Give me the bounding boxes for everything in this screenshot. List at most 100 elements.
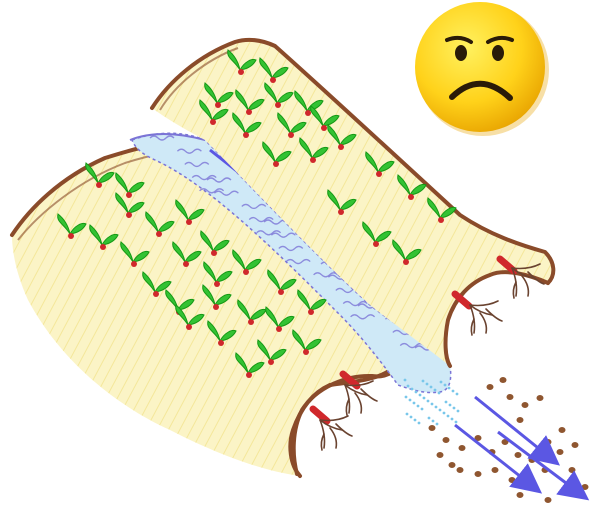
seedling-seed	[308, 309, 314, 315]
face-disc	[415, 2, 545, 132]
soil-particle-icon	[569, 467, 576, 473]
seedling-seed	[131, 261, 137, 267]
splash-dot	[427, 400, 430, 403]
splash-dot	[417, 405, 420, 408]
soil-particle-icon	[500, 377, 507, 383]
splash-dot	[415, 391, 418, 394]
runoff-arrow-3	[498, 432, 582, 495]
soil-particle-icon	[449, 462, 456, 468]
seedling-seed	[438, 217, 444, 223]
seedling-seed	[403, 259, 409, 265]
seedling-seed	[186, 324, 192, 330]
seedling-seed	[246, 109, 252, 115]
sad-face-icon	[415, 2, 549, 136]
splash-dot	[445, 401, 448, 404]
seedling-seed	[376, 171, 382, 177]
splash-dot	[414, 419, 417, 422]
seedling-seed	[268, 359, 274, 365]
root-branch	[330, 428, 336, 448]
seedling-seed	[373, 241, 379, 247]
splash-dot	[419, 394, 422, 397]
splash-dot	[440, 381, 443, 384]
seedling-seed	[211, 250, 217, 256]
seedling-seed	[270, 77, 276, 83]
seedling-seed	[96, 182, 102, 188]
splash-dot	[443, 412, 446, 415]
soil-particle-icon	[572, 442, 579, 448]
runoff-arrows	[455, 397, 582, 495]
splash-dot	[453, 407, 456, 410]
soil-particle-icon	[559, 427, 566, 433]
splash-dot	[456, 393, 459, 396]
splash-dot	[411, 388, 414, 391]
seedling-seed	[275, 102, 281, 108]
seedling-seed	[238, 69, 244, 75]
seedling-seed	[276, 326, 282, 332]
splash-dot	[428, 417, 431, 420]
splash-dot	[439, 409, 442, 412]
seedling-seed	[305, 110, 311, 116]
splash-dot	[438, 392, 441, 395]
splash-dot	[418, 422, 421, 425]
soil-particle-icon	[582, 484, 589, 490]
face-left-eye	[455, 45, 467, 61]
root-icon	[320, 416, 352, 450]
soil-particle-icon	[517, 417, 524, 423]
soil-particle-icon	[557, 449, 564, 455]
splash-dot	[422, 380, 425, 383]
seedling-seed	[214, 281, 220, 287]
soil-particle-icon	[522, 402, 529, 408]
seedling-seed	[126, 212, 132, 218]
seedling-seed	[215, 102, 221, 108]
seedling-seed	[186, 219, 192, 225]
root-branch	[355, 393, 361, 413]
splash-dot	[451, 418, 454, 421]
splash-dot	[457, 410, 460, 413]
splash-dot	[432, 420, 435, 423]
seedling-seed	[68, 233, 74, 239]
seedling-seed	[243, 132, 249, 138]
splash-dot	[423, 397, 426, 400]
seedling-seed	[243, 269, 249, 275]
splash-dot	[409, 399, 412, 402]
seedling-seed	[210, 119, 216, 125]
seedling-seed	[218, 340, 224, 346]
seedling-seed	[183, 261, 189, 267]
soil-particle-icon	[475, 471, 482, 477]
splash-dot	[431, 403, 434, 406]
soil-particle-icon	[437, 452, 444, 458]
splash-dot	[455, 421, 458, 424]
splash-dot	[421, 408, 424, 411]
seedling-seed	[310, 157, 316, 163]
soil-particle-icon	[492, 467, 499, 473]
splash-dot	[426, 383, 429, 386]
seedling-seed	[246, 372, 252, 378]
seedling-seed	[408, 194, 414, 200]
soil-particle-icon	[487, 384, 494, 390]
seedling-seed	[338, 144, 344, 150]
soil-particle-icon	[429, 425, 436, 431]
seedling-seed	[156, 231, 162, 237]
splash-dot	[410, 416, 413, 419]
splash-dot	[407, 385, 410, 388]
seedling-seed	[338, 209, 344, 215]
seedling-seed	[100, 244, 106, 250]
splash-dot	[430, 386, 433, 389]
seedling-seed	[126, 192, 132, 198]
seedling-seed	[153, 291, 159, 297]
soil-particle-icon	[443, 437, 450, 443]
soil-particle-icon	[517, 492, 524, 498]
splash-dot	[448, 387, 451, 390]
splash-dot	[435, 406, 438, 409]
soil-particle-icon	[545, 497, 552, 503]
splash-dot	[452, 390, 455, 393]
soil-particle-icon	[515, 452, 522, 458]
seedling-seed	[273, 161, 279, 167]
root-icon	[345, 381, 377, 415]
soil-particle-icon	[545, 439, 552, 445]
seedling-seed	[213, 304, 219, 310]
splash-dot	[406, 413, 409, 416]
splash-dot	[405, 396, 408, 399]
